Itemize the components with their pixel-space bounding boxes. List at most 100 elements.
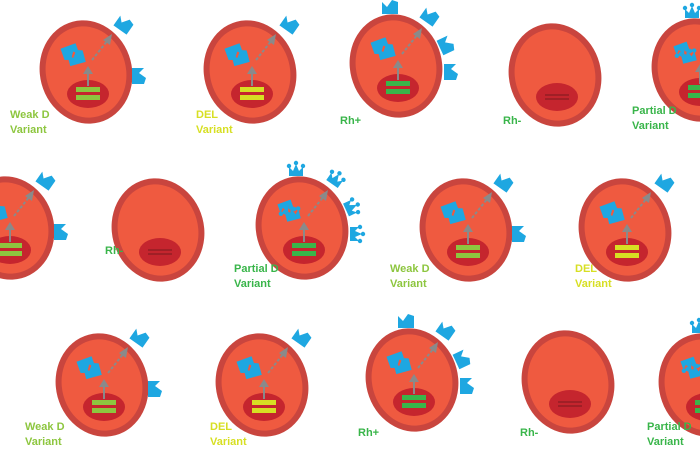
gene-bar — [292, 243, 316, 248]
transport-arrow-icon — [307, 195, 325, 217]
flag-receptor-icon — [444, 64, 458, 80]
receptor-body — [0, 205, 8, 223]
transport-arrow-icon — [471, 197, 489, 219]
arrow-head-icon — [429, 342, 438, 353]
flag-receptor-icon — [224, 43, 244, 61]
transport-arrow-icon — [267, 352, 285, 374]
receptor-knob — [291, 206, 297, 212]
cell-label: Partial D — [632, 105, 677, 117]
receptor-body — [83, 362, 102, 380]
cell-label: Variant — [575, 278, 612, 290]
receptor-knob — [689, 2, 695, 8]
receptor-body — [680, 356, 697, 371]
cell-label: Rh+ — [340, 115, 361, 127]
receptor-body — [148, 381, 162, 397]
cell-label: Rh+ — [358, 427, 379, 439]
gene-bar — [386, 81, 410, 86]
receptor-knob — [286, 212, 291, 217]
receptor-body — [606, 207, 625, 225]
receptor-body — [129, 328, 150, 348]
crown-receptor-icon — [326, 169, 346, 189]
flag-receptor-icon — [83, 362, 102, 380]
receptor-body — [54, 224, 68, 240]
receptor-knob — [687, 48, 693, 54]
receptor-body — [386, 351, 406, 369]
flag-receptor-icon — [606, 207, 625, 225]
gene-bar — [695, 400, 700, 405]
flag-receptor-icon — [460, 378, 474, 394]
receptor-body — [291, 328, 312, 348]
cell-label: Variant — [196, 124, 233, 136]
gene-bar — [456, 253, 480, 258]
cell-label: Variant — [210, 436, 247, 448]
receptor-body — [447, 207, 466, 225]
crown-receptor-icon — [689, 317, 700, 333]
gene-bar — [456, 245, 480, 250]
cell-cytoplasm — [527, 336, 609, 428]
arrow-head-icon — [103, 34, 112, 45]
cell-rhneg — [508, 23, 602, 127]
receptor-body — [224, 43, 244, 61]
receptor-body — [132, 68, 146, 84]
cell-nucleus — [139, 238, 181, 266]
cell-label: DEL — [196, 109, 218, 121]
receptor-body — [326, 172, 343, 189]
crown-receptor-icon — [680, 356, 700, 374]
flag-receptor-icon — [0, 205, 8, 223]
receptor-body — [382, 0, 398, 14]
cell-label: Partial D — [234, 263, 279, 275]
receptor-body — [436, 35, 455, 56]
receptor-body — [60, 43, 80, 61]
cell-label: Partial D — [647, 421, 692, 433]
cell-partial — [651, 2, 700, 122]
flag-receptor-icon — [54, 224, 68, 240]
gene-bar — [252, 408, 276, 413]
cell-nucleus — [549, 390, 591, 418]
gene-bar — [292, 251, 316, 256]
flag-receptor-icon — [132, 68, 146, 84]
flag-receptor-icon — [129, 328, 150, 348]
arrow-head-icon — [83, 66, 93, 74]
gene-bar — [615, 245, 639, 250]
receptor-knob — [682, 54, 687, 59]
cell-label: DEL — [210, 421, 232, 433]
receptor-body — [680, 50, 697, 64]
flag-receptor-icon — [231, 49, 250, 67]
arrow-head-icon — [413, 28, 422, 39]
flag-receptor-icon — [60, 43, 80, 61]
receptor-body — [243, 362, 262, 380]
arrow-head-icon — [267, 34, 276, 45]
gene-bar — [688, 85, 700, 90]
gene-bar — [76, 95, 100, 100]
flag-receptor-icon — [440, 201, 460, 219]
gene-bar — [240, 87, 264, 92]
crown-receptor-icon — [673, 41, 693, 59]
crown-receptor-icon — [277, 199, 297, 217]
flag-receptor-icon — [452, 349, 471, 370]
receptor-knob — [681, 368, 687, 373]
arrow-head-icon — [279, 347, 288, 358]
flag-receptor-icon — [599, 201, 619, 219]
arrow-head-icon — [259, 379, 269, 387]
gene-bar — [252, 400, 276, 405]
gene-bar — [386, 89, 410, 94]
receptor-body — [76, 356, 96, 374]
receptor-knob — [357, 238, 363, 244]
receptor-body — [419, 7, 440, 27]
cell-del — [215, 328, 312, 437]
receptor-knob — [355, 202, 360, 207]
flag-receptor-icon — [436, 35, 455, 56]
flag-receptor-icon — [243, 362, 262, 380]
receptor-knob — [685, 366, 690, 372]
cell-nucleus — [536, 83, 578, 111]
receptor-body — [370, 37, 390, 55]
receptor-body — [377, 43, 396, 61]
cell-weak — [39, 15, 146, 124]
gene-bar — [402, 403, 426, 408]
flag-receptor-icon — [654, 173, 675, 193]
cell-del — [578, 173, 675, 282]
receptor-knob — [341, 177, 346, 183]
receptor-body — [236, 356, 256, 374]
cell-label: Rh- — [520, 427, 539, 439]
